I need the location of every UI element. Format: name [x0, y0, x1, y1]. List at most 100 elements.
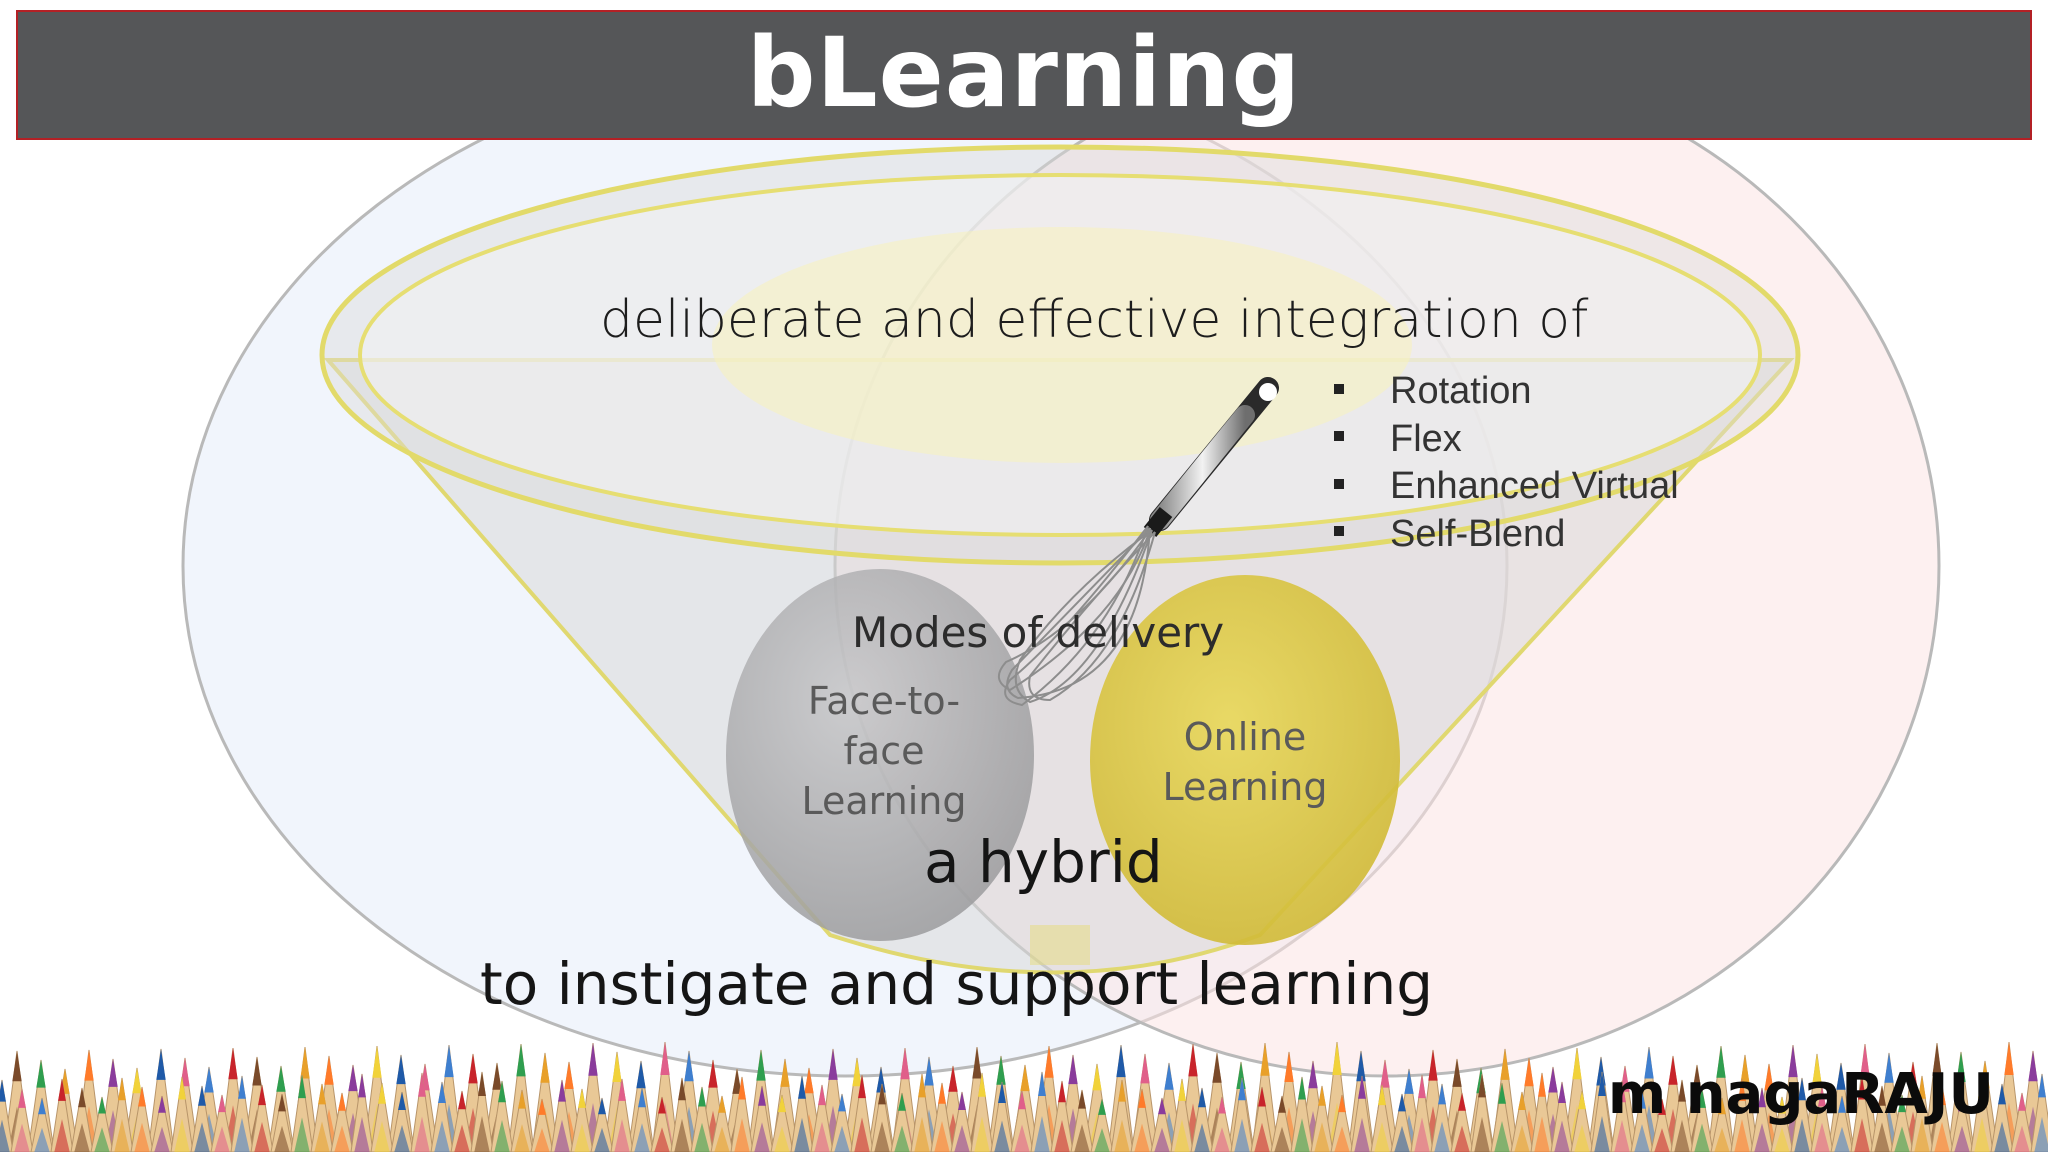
pencil-tip	[290, 1074, 314, 1152]
pencil-tip	[830, 1093, 854, 1152]
pencil-tip	[910, 1073, 934, 1152]
pencil-tip	[50, 1078, 74, 1152]
list-item-label: Flex	[1390, 417, 1462, 460]
pencil-tip	[1350, 1075, 1374, 1152]
pencil-tip	[2010, 1092, 2034, 1152]
pencil-tip	[770, 1094, 794, 1152]
pencil-tip	[1830, 1095, 1854, 1152]
square-bullet-icon	[1334, 383, 1344, 394]
pencil-tip	[1750, 1087, 1774, 1152]
pencil-tip	[450, 1090, 474, 1152]
pencil-tip	[790, 1075, 814, 1152]
pencil-tip	[90, 1096, 114, 1152]
pencil-tip	[1950, 1093, 1974, 1152]
pencil-tip	[210, 1094, 234, 1152]
pencil-tip	[0, 1079, 14, 1152]
pencil-tip	[430, 1081, 454, 1152]
pencil-tip	[650, 1096, 674, 1152]
pencil-tip	[1890, 1094, 1914, 1152]
pencil-tip	[1530, 1072, 1554, 1152]
pencil-tip	[1450, 1092, 1474, 1152]
pencil-tip	[1330, 1094, 1354, 1152]
pencil-tip	[1690, 1088, 1714, 1152]
pencil-tip	[990, 1081, 1014, 1152]
list-item: Enhanced Virtual	[1334, 465, 1679, 513]
pencil-tip	[710, 1095, 734, 1152]
pencil-tip	[670, 1077, 694, 1152]
pencil-tip	[270, 1093, 294, 1152]
pencil-tip	[110, 1077, 134, 1152]
pencil-tip	[1810, 1086, 1834, 1152]
pencil-tip	[1370, 1084, 1394, 1152]
online-label: Online Learning	[1150, 712, 1340, 812]
author-name: m nagaRAJU	[1607, 1062, 1994, 1127]
pencil-tip	[610, 1078, 634, 1152]
list-item-label: Enhanced Virtual	[1390, 465, 1679, 507]
integration-text: deliberate and effective integration of	[600, 290, 1589, 350]
pencil-tip	[550, 1079, 574, 1152]
pencil-tip	[1210, 1096, 1234, 1152]
pencil-tip	[730, 1076, 754, 1152]
pencil-tip	[250, 1084, 274, 1152]
slide-title: bLearning	[746, 17, 1302, 129]
pencil-tip	[1550, 1081, 1574, 1152]
pencil-tip	[1050, 1080, 1074, 1152]
face-to-face-label: Face-to- face Learning	[784, 676, 984, 826]
pencil-tip	[1630, 1089, 1654, 1152]
pencil-tip	[1090, 1098, 1114, 1152]
square-bullet-icon	[1334, 478, 1344, 489]
pencil-tip	[330, 1092, 354, 1152]
pencil-tip	[1470, 1073, 1494, 1152]
pencil-tip	[1030, 1071, 1054, 1152]
pencil-tip	[1390, 1093, 1414, 1152]
pencil-tip	[10, 1088, 34, 1152]
pencil-tip	[310, 1083, 334, 1152]
pencil-tip	[1990, 1083, 2014, 1152]
pencil-tip	[1790, 1077, 1814, 1152]
pencil-tip	[1230, 1077, 1254, 1152]
mixing-bowl-icon	[319, 144, 1801, 975]
pencil-tip	[1930, 1084, 1954, 1152]
pencil-tip	[1270, 1095, 1294, 1152]
pencil-tip	[1490, 1082, 1514, 1152]
pencil-tip	[410, 1072, 434, 1152]
pencil-tip	[1430, 1083, 1454, 1152]
pencil-tip	[850, 1074, 874, 1152]
pencil-tip	[1170, 1078, 1194, 1152]
pencil-tip	[1130, 1088, 1154, 1152]
pencil-tip	[390, 1091, 414, 1152]
pencil-tip	[1970, 1074, 1994, 1152]
pencil-tip	[870, 1083, 894, 1152]
purpose-text: to instigate and support learning	[480, 950, 1434, 1018]
pencil-tip	[170, 1076, 194, 1152]
pencil-tip	[190, 1085, 214, 1152]
modes-heading: Modes of delivery	[852, 608, 1225, 657]
pencil-tip	[950, 1091, 974, 1152]
list-item-label: Rotation	[1390, 370, 1532, 412]
pencil-tip	[1650, 1098, 1674, 1152]
pencil-tip	[150, 1095, 174, 1152]
pencil-tip	[370, 1082, 394, 1152]
pencil-tip	[1770, 1096, 1794, 1152]
pencil-tip	[1570, 1090, 1594, 1152]
pencil-tip	[930, 1082, 954, 1152]
pencil-tip	[890, 1092, 914, 1152]
pencil-tip	[350, 1073, 374, 1152]
square-bullet-icon	[1334, 526, 1344, 537]
title-bar	[16, 10, 2032, 140]
pencil-tip	[510, 1089, 534, 1152]
pencil-tip	[1010, 1090, 1034, 1152]
label-line: Face-to-	[807, 679, 961, 723]
pencil-tip	[30, 1097, 54, 1152]
pencil-tip	[1730, 1078, 1754, 1152]
pencil-tip	[530, 1098, 554, 1152]
pencil-tip	[1290, 1076, 1314, 1152]
pencil-tip	[1110, 1079, 1134, 1152]
pencil-tip	[1250, 1086, 1274, 1152]
pencil-tip	[1590, 1071, 1614, 1152]
pencil-tip	[810, 1084, 834, 1152]
list-item: Self-Blend	[1334, 513, 1679, 561]
pencil-tip	[1910, 1075, 1934, 1152]
